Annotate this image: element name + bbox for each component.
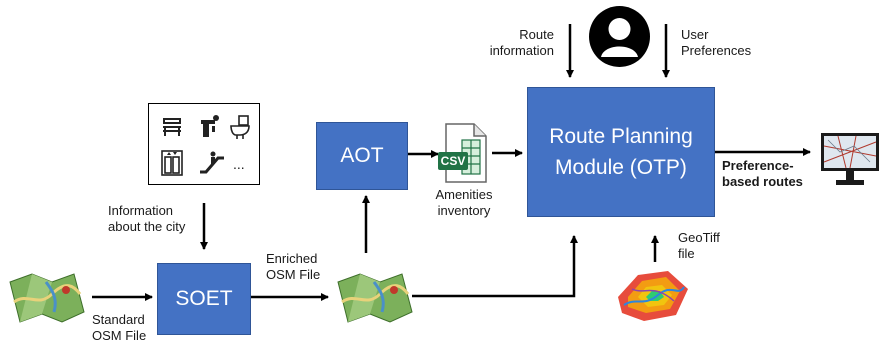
monitor-map-icon xyxy=(821,133,879,185)
standard-osm-map-icon xyxy=(9,273,85,323)
drinking-fountain-icon xyxy=(201,115,219,137)
geotiff-terrain-icon xyxy=(618,271,688,321)
preference-routes-label: Preference- based routes xyxy=(722,158,803,189)
route-information-label: Route information xyxy=(489,27,554,58)
escalator-icon xyxy=(200,151,224,174)
soet-box: SOET xyxy=(157,263,251,335)
amenities-more-label: ... xyxy=(233,156,245,172)
aot-label: AOT xyxy=(340,144,384,167)
standard-osm-label: Standard OSM File xyxy=(92,312,147,343)
elevator-icon xyxy=(161,150,183,176)
enriched-osm-map-icon xyxy=(337,273,413,323)
toilet-icon xyxy=(230,115,250,139)
enriched-osm-label: Enriched OSM File xyxy=(266,251,321,282)
route-planning-label: Route Planning Module (OTP) xyxy=(549,125,693,179)
arrow-enriched-map-to-route-planning xyxy=(412,235,578,298)
bench-icon xyxy=(163,118,181,136)
csv-tag-label: CSV xyxy=(441,154,466,168)
aot-box: AOT xyxy=(316,122,408,190)
soet-label: SOET xyxy=(175,287,233,310)
amenities-panel: ... xyxy=(148,103,260,185)
amenities-inventory-label: Amenities inventory xyxy=(435,187,493,218)
route-planning-box: Route Planning Module (OTP) xyxy=(527,87,715,217)
csv-file-icon: CSV xyxy=(438,123,487,183)
user-avatar-icon xyxy=(589,6,650,67)
user-preferences-label: User Preferences xyxy=(681,27,752,58)
information-about-city-label: Information about the city xyxy=(108,203,186,234)
geotiff-label: GeoTiff file xyxy=(678,230,720,261)
